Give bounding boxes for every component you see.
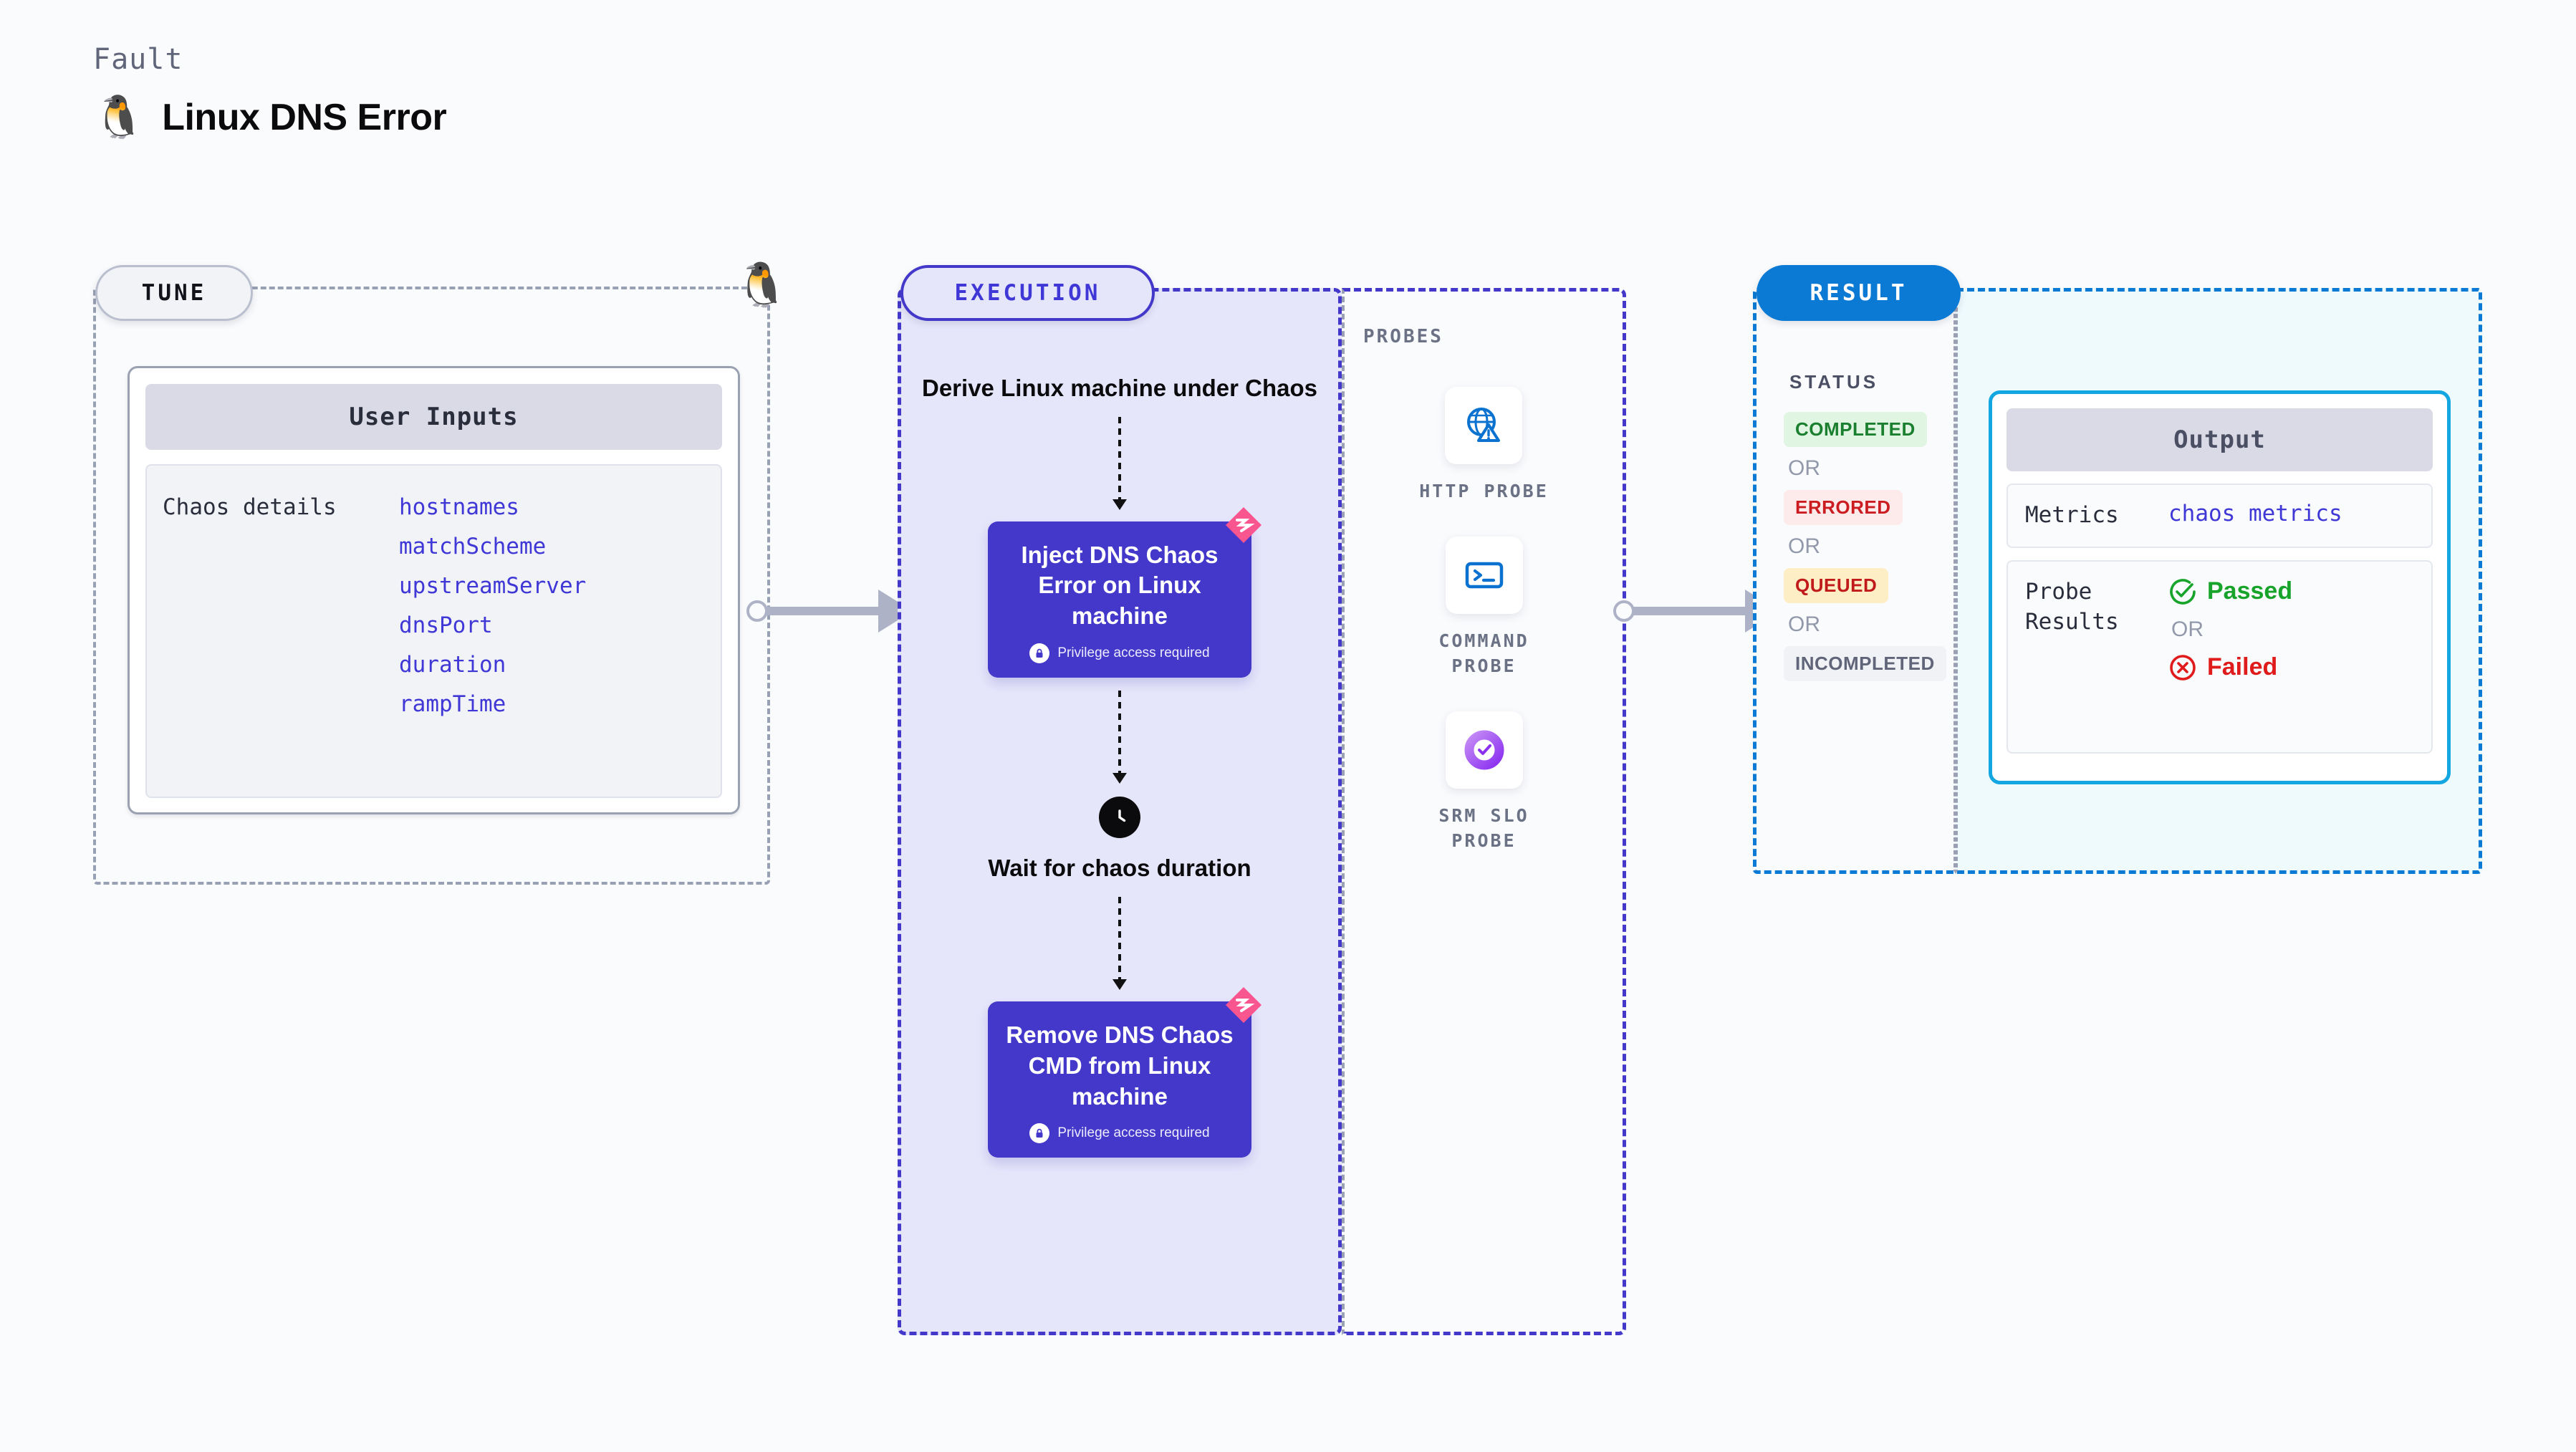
verdict-passed: Passed [2168, 577, 2292, 606]
page-header: Fault 🐧 Linux DNS Error [93, 43, 447, 140]
output-card: Output Metrics chaos metrics Probe Resul… [1989, 390, 2451, 784]
output-card-title: Output [2007, 408, 2433, 471]
remove-chaos-title: Remove DNS Chaos CMD from Linux machine [1006, 1021, 1234, 1110]
probes-label: PROBES [1363, 326, 1443, 347]
inject-privilege-text: Privilege access required [1057, 645, 1210, 661]
fault-kicker: Fault [93, 43, 183, 76]
status-or-2: OR [1788, 534, 1820, 558]
harness-logo-icon [1226, 986, 1261, 1023]
metrics-row: Metrics chaos metrics [2007, 484, 2433, 548]
flow-arrow-icon [1112, 416, 1127, 510]
remove-chaos-node[interactable]: Remove DNS Chaos CMD from Linux machine … [988, 986, 1261, 1158]
user-inputs-card: User Inputs Chaos details hostnames matc… [128, 366, 740, 814]
verdict-or: OR [2171, 617, 2203, 641]
harness-logo-icon [1226, 506, 1261, 543]
param-upstreamserver[interactable]: upstreamServer [399, 573, 587, 599]
status-or-3: OR [1788, 612, 1820, 636]
status-list: COMPLETED OR ERRORED OR QUEUED OR INCOMP… [1784, 412, 1946, 681]
linux-penguin-icon: 🐧 [735, 261, 789, 309]
param-hostnames[interactable]: hostnames [399, 494, 519, 520]
slo-donut-check-icon [1445, 711, 1523, 789]
probe-srm-slo-label: SRM SLO PROBE [1438, 805, 1529, 851]
inject-chaos-title: Inject DNS Chaos Error on Linux machine [1021, 541, 1219, 630]
remove-privilege-text: Privilege access required [1057, 1125, 1210, 1141]
lock-icon [1029, 1123, 1050, 1144]
status-label: STATUS [1789, 371, 1879, 393]
connector-start-dot [746, 600, 768, 622]
tune-panel [93, 287, 770, 885]
globe-warning-icon [1445, 387, 1523, 464]
inject-chaos-node[interactable]: Inject DNS Chaos Error on Linux machine … [988, 506, 1261, 678]
tune-pill[interactable]: TUNE [95, 265, 253, 321]
verdict-failed: Failed [2168, 653, 2292, 682]
terminal-icon [1445, 537, 1523, 614]
execution-pill[interactable]: EXECUTION [900, 265, 1155, 321]
page-title: Linux DNS Error [162, 97, 447, 138]
probe-http-label: HTTP PROBE [1419, 481, 1549, 501]
probes-list: HTTP PROBE COMMAND PROBE [1342, 387, 1626, 853]
status-badge-incompleted: INCOMPLETED [1784, 646, 1946, 681]
check-circle-icon [2170, 579, 2196, 605]
param-dnsport[interactable]: dnsPort [399, 612, 493, 638]
user-inputs-title: User Inputs [145, 384, 722, 450]
execution-flow: Derive Linux machine under Chaos Inject … [898, 372, 1342, 1158]
flow-arrow-icon [1112, 691, 1127, 784]
connector-line [758, 607, 883, 615]
chaos-details-label: Chaos details [163, 494, 337, 520]
verdict-failed-text: Failed [2207, 653, 2278, 681]
param-ramptime[interactable]: rampTime [399, 691, 506, 717]
chaos-params-list: hostnames matchScheme upstreamServer dns… [399, 494, 586, 797]
probe-command[interactable]: COMMAND PROBE [1416, 537, 1552, 678]
derive-step-label: Derive Linux machine under Chaos [922, 375, 1317, 401]
probe-results-row: Probe Results Passed OR Failed [2007, 559, 2433, 754]
lock-icon [1029, 643, 1050, 664]
probe-srm-slo[interactable]: SRM SLO PROBE [1416, 711, 1552, 853]
param-duration[interactable]: duration [399, 652, 506, 678]
chaos-details-box: Chaos details hostnames matchScheme upst… [145, 464, 722, 798]
connector-line [1625, 607, 1750, 615]
param-matchscheme[interactable]: matchScheme [399, 534, 547, 559]
remove-privilege-row: Privilege access required [1004, 1123, 1236, 1144]
result-pill[interactable]: RESULT [1756, 265, 1961, 321]
status-badge-completed: COMPLETED [1784, 412, 1927, 447]
linux-penguin-icon: 🐧 [93, 94, 145, 140]
metrics-key: Metrics [2025, 502, 2119, 528]
status-or-1: OR [1788, 456, 1820, 480]
probe-verdicts: Passed OR Failed [2168, 577, 2292, 682]
connector-start-dot [1613, 600, 1635, 622]
probe-results-key: Probe Results [2025, 578, 2119, 635]
wait-step-label: Wait for chaos duration [988, 855, 1251, 882]
inject-privilege-row: Privilege access required [1004, 643, 1236, 664]
probe-http[interactable]: HTTP PROBE [1419, 387, 1549, 504]
status-badge-errored: ERRORED [1784, 490, 1903, 525]
status-badge-queued: QUEUED [1784, 568, 1889, 603]
clock-icon [1099, 797, 1140, 839]
flow-arrow-icon [1112, 896, 1127, 990]
verdict-passed-text: Passed [2207, 577, 2293, 605]
x-circle-icon [2170, 655, 2196, 681]
probe-command-label: COMMAND PROBE [1438, 630, 1529, 676]
fault-title-row: 🐧 Linux DNS Error [93, 94, 447, 140]
metrics-value[interactable]: chaos metrics [2168, 501, 2342, 527]
